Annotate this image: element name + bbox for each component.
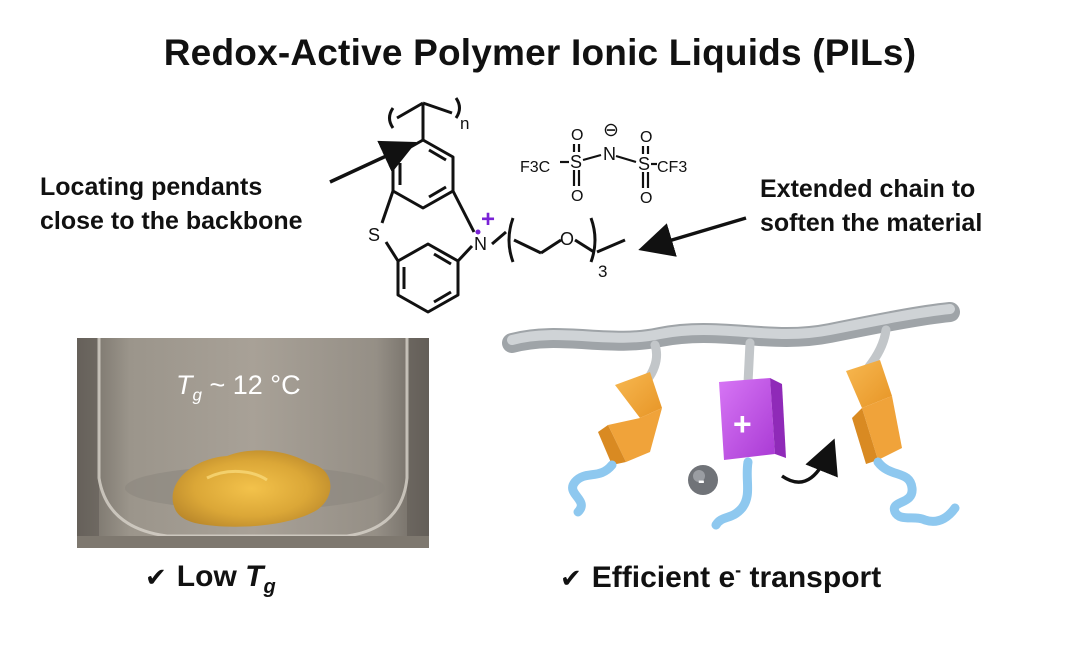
radical-cation-sign: + (481, 206, 495, 233)
ether-repeat-count: 3 (598, 262, 607, 281)
svg-text:CF3: CF3 (657, 159, 687, 176)
left-arrow (329, 140, 417, 184)
check-icon: ✔ (560, 564, 582, 594)
svg-text:O: O (571, 127, 583, 144)
svg-text:O: O (640, 190, 652, 207)
sulfur-atom: S (368, 225, 380, 245)
polymer-cartoon: + - (502, 302, 960, 530)
check-icon: ✔ (145, 563, 167, 593)
right-annotation-line-2: soften the material (760, 209, 983, 237)
left-annotation-line-1: Locating pendants (40, 173, 263, 201)
nitrogen-atom: N (474, 234, 487, 254)
electron-transport-caption: ✔Efficient e- transport (560, 560, 882, 594)
vial-photo (77, 338, 429, 548)
svg-text:F3C: F3C (520, 159, 550, 176)
left-annotation: Locating pendants close to the backbone (40, 170, 303, 238)
tfsi-anion: F3C S N S CF3 O O O O ⊖ (520, 120, 687, 207)
svg-text:O: O (571, 188, 583, 205)
svg-text:N: N (603, 144, 616, 164)
right-annotation-line-1: Extended chain to (760, 175, 976, 203)
anion-sign: - (698, 470, 705, 492)
figure-title: Redox-Active Polymer Ionic Liquids (PILs… (163, 32, 917, 73)
svg-text:⊖: ⊖ (603, 120, 619, 141)
ether-chain (491, 217, 626, 263)
svg-text:S: S (638, 154, 650, 174)
repeat-subscript: n (460, 114, 469, 133)
right-annotation: Extended chain to soften the material (760, 172, 982, 240)
oxygen-atom: O (560, 229, 574, 249)
right-arrow (638, 216, 747, 257)
radical-dot (475, 229, 481, 235)
svg-text:O: O (640, 129, 652, 146)
cation-sign: + (733, 406, 752, 442)
left-annotation-line-2: close to the backbone (40, 207, 303, 235)
phenothiazine-core (380, 138, 476, 314)
tg-value-label: Tg ~ 12 °C (176, 370, 301, 405)
svg-text:S: S (570, 152, 582, 172)
low-tg-caption: ✔Low Tg (145, 560, 276, 598)
polymer-backbone (388, 97, 461, 140)
